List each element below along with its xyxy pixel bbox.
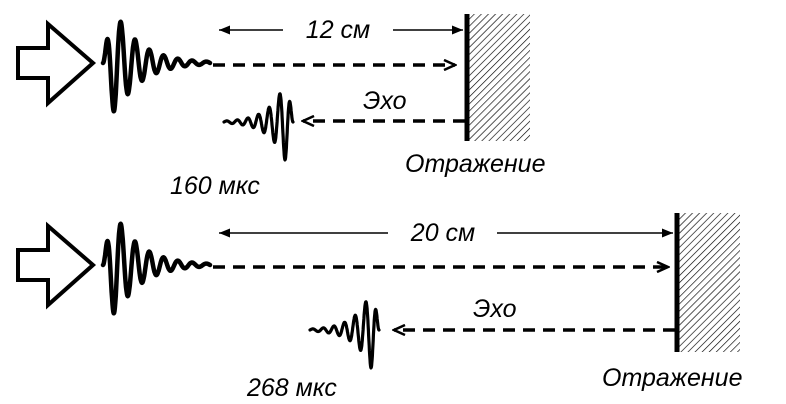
reflector-label: Отражение: [602, 364, 742, 392]
reflector-label: Отражение: [405, 150, 545, 178]
distance-label: 20 см: [410, 219, 475, 247]
pulse-wave-icon: [100, 19, 213, 114]
time-label: 160 мкс: [170, 172, 260, 200]
time-label: 268 мкс: [246, 374, 337, 402]
transmit-arrow-icon: [16, 221, 97, 310]
distance-label: 12 см: [306, 16, 370, 44]
echo-label: Эхо: [363, 87, 407, 115]
reflector-wall-icon: [678, 213, 740, 352]
panel-2: 20 см Отражение Эхо 268 мкс: [16, 213, 742, 402]
reflector-wall-icon: [468, 14, 530, 141]
echo-label: Эхо: [473, 295, 517, 323]
echo-wave-icon: [308, 300, 381, 370]
panel-1: 12 см Отражение Эхо 160 мкс: [16, 14, 545, 200]
pulse-wave-icon: [100, 221, 213, 316]
echo-wave-icon: [222, 92, 295, 162]
transmit-arrow-icon: [16, 19, 97, 108]
